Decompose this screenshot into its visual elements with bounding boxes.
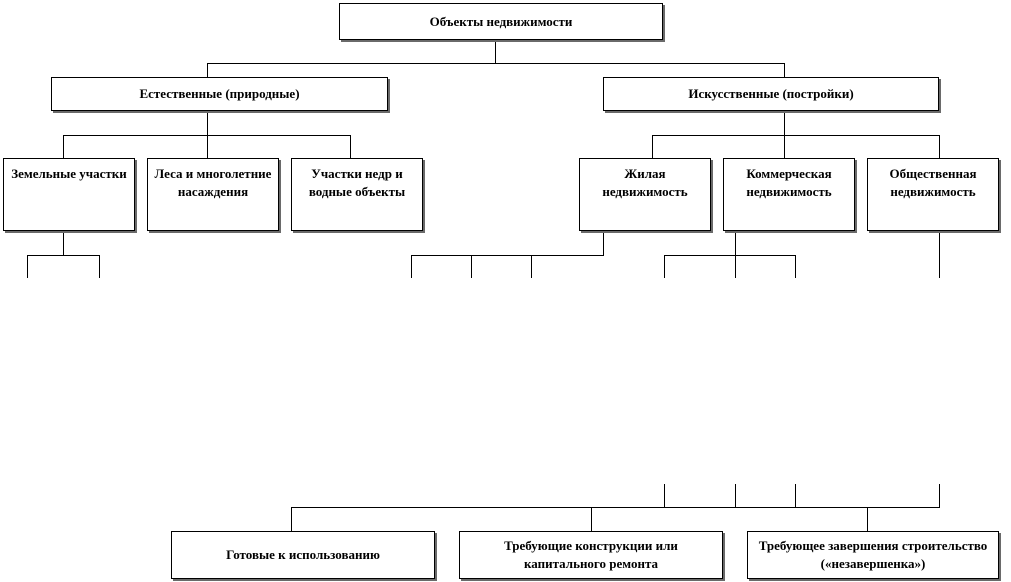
node-label: Коммерческая недвижимость: [746, 166, 832, 199]
connector-line: [939, 231, 940, 278]
connector-line: [350, 135, 351, 158]
connector-line: [867, 507, 868, 531]
connector-line: [63, 135, 64, 158]
connector-line: [784, 63, 785, 77]
connector-line: [784, 111, 785, 135]
connector-line: [291, 507, 940, 508]
connector-line: [735, 255, 736, 278]
connector-line: [471, 255, 472, 278]
connector-line: [664, 255, 665, 278]
connector-line: [784, 135, 785, 158]
node-commercial: Коммерческая недвижимость: [723, 158, 855, 231]
connector-line: [63, 231, 64, 255]
connector-line: [207, 63, 785, 64]
node-ready-to-use: Готовые к использованию: [171, 531, 435, 579]
node-unfinished-construction: Требующее завершения строительство («нез…: [747, 531, 999, 579]
node-label: Готовые к использованию: [226, 547, 380, 562]
node-land-plots: Земельные участки: [3, 158, 135, 231]
connector-line: [652, 135, 940, 136]
connector-line: [27, 255, 28, 278]
connector-line: [664, 255, 796, 256]
connector-line: [795, 484, 796, 507]
connector-line: [207, 63, 208, 77]
node-residential: Жилая недвижимость: [579, 158, 711, 231]
node-label: Искусственные (постройки): [688, 86, 854, 101]
node-subsoil-water: Участки недр и водные объекты: [291, 158, 423, 231]
node-label: Требующее завершения строительство («нез…: [758, 538, 988, 571]
node-label: Требующие конструкции или капитального р…: [504, 538, 678, 571]
node-label: Жилая недвижимость: [602, 166, 688, 199]
node-label: Объекты недвижимости: [429, 13, 573, 29]
node-label: Участки недр и водные объекты: [308, 166, 406, 199]
node-public: Общественная недвижимость: [867, 158, 999, 231]
connector-line: [207, 135, 208, 158]
connector-line: [291, 507, 292, 531]
connector-line: [939, 484, 940, 507]
node-artificial: Искусственные (постройки): [603, 77, 939, 111]
connector-line: [664, 484, 665, 507]
connector-line: [652, 135, 653, 158]
connector-line: [99, 255, 100, 278]
node-label: Общественная недвижимость: [889, 166, 977, 199]
node-needs-repair: Требующие конструкции или капитального р…: [459, 531, 723, 579]
node-label: Земельные участки: [11, 166, 127, 181]
connector-line: [411, 255, 412, 278]
node-real-estate-objects: Объекты недвижимости: [339, 3, 663, 40]
connector-line: [27, 255, 100, 256]
connector-line: [795, 255, 796, 278]
connector-line: [603, 231, 604, 255]
connector-line: [531, 255, 532, 278]
connector-line: [735, 484, 736, 507]
connector-line: [495, 40, 496, 63]
node-natural: Естественные (природные): [51, 77, 388, 111]
connector-line: [411, 255, 604, 256]
node-forests: Леса и многолетние насаждения: [147, 158, 279, 231]
connector-line: [735, 231, 736, 255]
node-label: Естественные (природные): [139, 86, 300, 101]
node-label: Леса и многолетние насаждения: [154, 166, 272, 199]
connector-line: [939, 135, 940, 158]
connector-line: [207, 111, 208, 135]
connector-line: [591, 507, 592, 531]
